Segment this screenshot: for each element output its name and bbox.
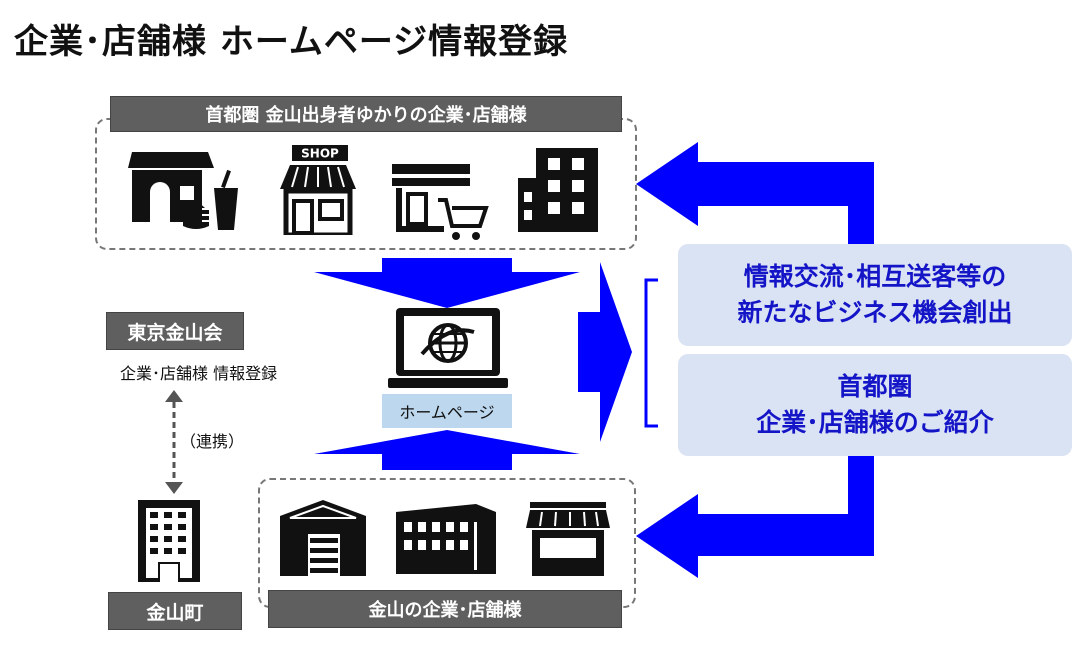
benefit-line: 首都圏 bbox=[837, 372, 913, 401]
laptop-globe-icon bbox=[388, 308, 508, 388]
feedback-arrow-top bbox=[636, 142, 874, 252]
benefit-line: 情報交流･相互送客等の bbox=[743, 262, 1007, 291]
right-arrow bbox=[578, 262, 632, 442]
up-arrow bbox=[314, 430, 580, 470]
page-title: 企業･店舗様 ホームページ情報登録 bbox=[14, 22, 569, 62]
registration-text: 企業･店舗様 情報登録 bbox=[120, 364, 278, 383]
shop-icon: SHOP bbox=[280, 145, 356, 235]
factory-icon bbox=[396, 504, 496, 574]
town-hall-icon bbox=[138, 500, 200, 582]
association-label: 東京金山会 bbox=[106, 312, 244, 350]
double-arrow-dashed bbox=[165, 390, 183, 494]
top-group-label: 首都圏 金山出身者ゆかりの企業･店舗様 bbox=[110, 96, 622, 132]
office-building-icon bbox=[518, 148, 598, 232]
warehouse-icon bbox=[280, 500, 366, 576]
storefront-icon bbox=[526, 502, 610, 576]
shop-sign-text: SHOP bbox=[301, 147, 339, 161]
restaurant-icon bbox=[128, 152, 238, 230]
homepage-label: ホームページ bbox=[382, 394, 512, 428]
bracket bbox=[644, 278, 658, 428]
benefit-line: 企業･店舗様のご紹介 bbox=[756, 408, 994, 437]
supermarket-icon bbox=[392, 164, 489, 240]
link-text: （連携） bbox=[180, 432, 245, 451]
bottom-group-label: 金山の企業･店舗様 bbox=[268, 590, 622, 628]
benefit-line: 新たなビジネス機会創出 bbox=[737, 298, 1013, 327]
benefit-box-business: 情報交流･相互送客等の 新たなビジネス機会創出 bbox=[678, 244, 1072, 346]
down-arrow bbox=[314, 258, 580, 308]
benefit-box-introduction: 首都圏 企業･店舗様のご紹介 bbox=[678, 354, 1072, 456]
town-label: 金山町 bbox=[108, 592, 242, 630]
feedback-arrow-bottom bbox=[636, 452, 874, 578]
